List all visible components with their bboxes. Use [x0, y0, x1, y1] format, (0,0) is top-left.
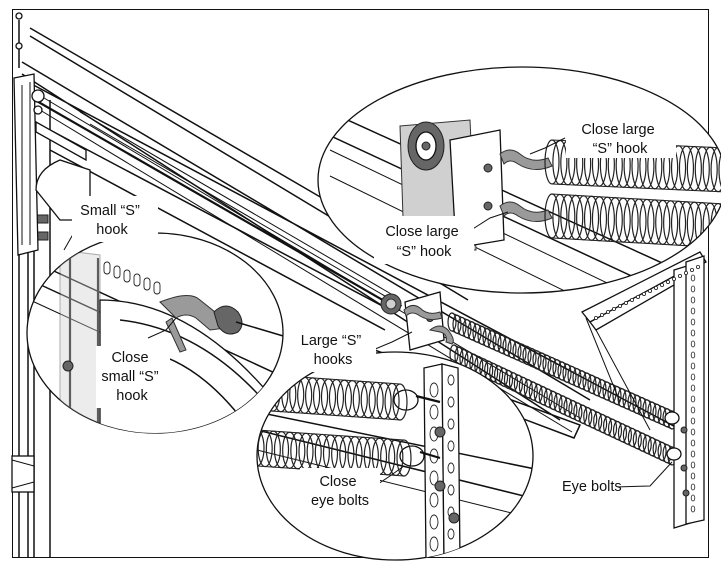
- label-eye-bolts: Eye bolts: [562, 479, 622, 495]
- label-large-s-hooks: Large “S” hooks: [301, 333, 365, 368]
- label-close-large-s-hook-top: Close large “S” hook: [581, 122, 658, 157]
- label-close-small-s-hook: Close small “S” hook: [101, 350, 162, 404]
- label-small-s-hook: Small “S” hook: [80, 203, 144, 238]
- label-close-eye-bolts: Close eye bolts: [311, 474, 369, 509]
- s-hook-icon: [403, 291, 454, 351]
- figure-frame: [12, 9, 709, 558]
- pulley-icon: [380, 293, 402, 315]
- perforated-angle-icon: [580, 251, 707, 529]
- label-close-large-s-hook-mid: Close large “S” hook: [385, 224, 462, 260]
- eye-bolt-icon: [664, 411, 688, 472]
- callout-small-s-hook: [26, 232, 284, 434]
